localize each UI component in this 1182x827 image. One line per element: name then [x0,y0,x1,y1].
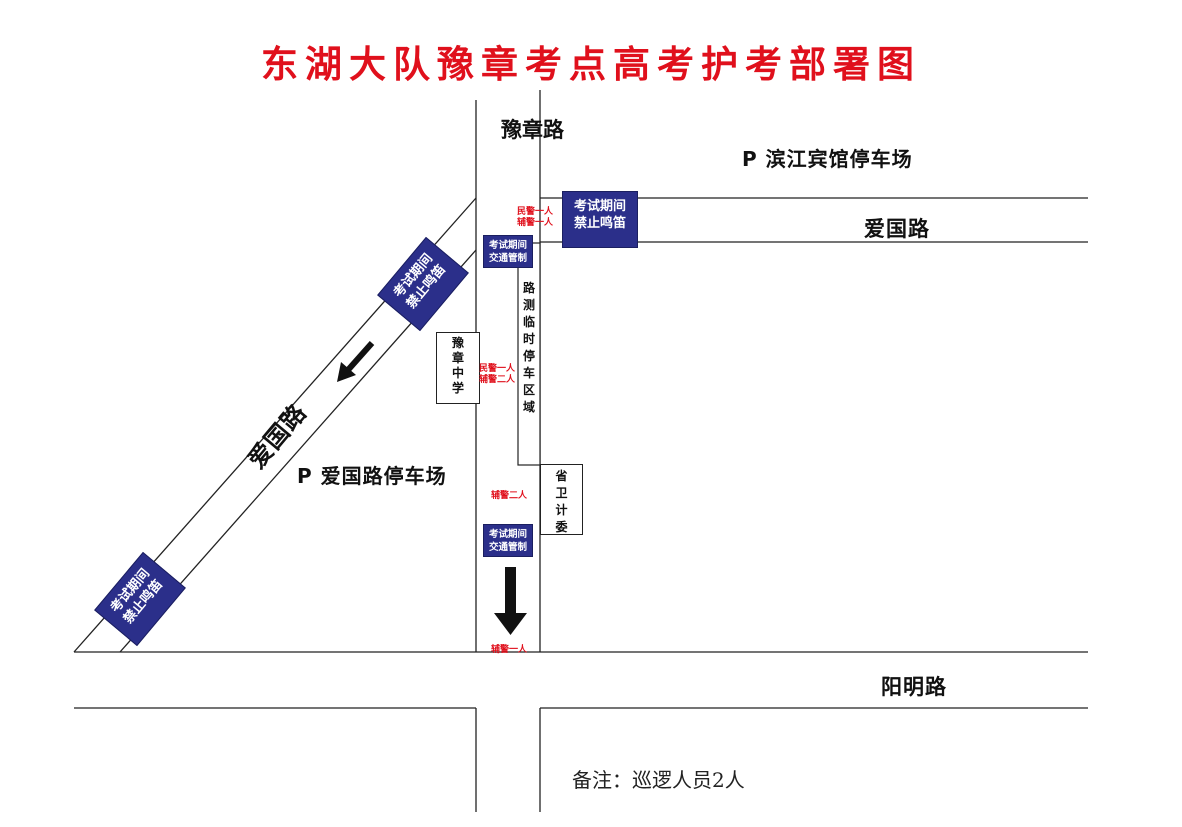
arrow-down-icon [494,567,527,635]
temp-parking-zone-label: 路测临时停车区域 [522,281,535,414]
no-horn-sign-aiguo-east: 考试期间 禁止鸣笛 [562,191,638,248]
provincial-health-commission: 省卫计委 [540,464,583,535]
staff-auxiliary: 辅警二人 [479,375,516,385]
aiguo-road-east-label: 爱国路 [864,217,930,241]
staff-mid-road: 民警一人 辅警二人 [479,364,515,386]
yuzhang-road-text: 豫章路 [501,118,564,142]
arrow-southwest-icon [337,341,375,382]
sign-line-2: 禁止鸣笛 [573,216,626,231]
yuzhang-school: 豫章中学 [436,332,480,404]
traffic-control-sign-south: 考试期间 交通管制 [483,524,533,557]
staff-south-mid: 辅警二人 [491,491,528,501]
binjiang-hotel-parking-label: P 滨江宾馆停车场 [742,147,913,171]
sign-line-1: 考试期间 [488,529,527,540]
aiguo-road-parking-label: P 爱国路停车场 [297,464,447,488]
sign-line-2: 交通管制 [488,253,527,264]
patrol-note: 备注：巡逻人员2人 [572,768,745,792]
yuzhang-school-label: 豫章中学 [451,336,464,395]
yangming-road-label: 阳明路 [881,675,947,699]
staff-police: 民警一人 [517,207,554,217]
staff-police: 民警一人 [479,364,516,374]
provincial-health-label: 省卫计委 [555,469,568,534]
sign-line-1: 考试期间 [573,199,626,214]
staff-south-junction: 辅警一人 [491,645,528,655]
traffic-control-sign-north: 考试期间 交通管制 [483,235,533,268]
page-title: 东湖大队豫章考点高考护考部署图 [261,43,921,86]
staff-north-junction: 民警一人 辅警一人 [517,207,553,229]
sign-line-2: 交通管制 [488,542,527,553]
staff-auxiliary: 辅警一人 [517,218,554,228]
sign-line-1: 考试期间 [488,240,527,251]
yuzhang-road-label: 豫章路 [501,117,564,144]
